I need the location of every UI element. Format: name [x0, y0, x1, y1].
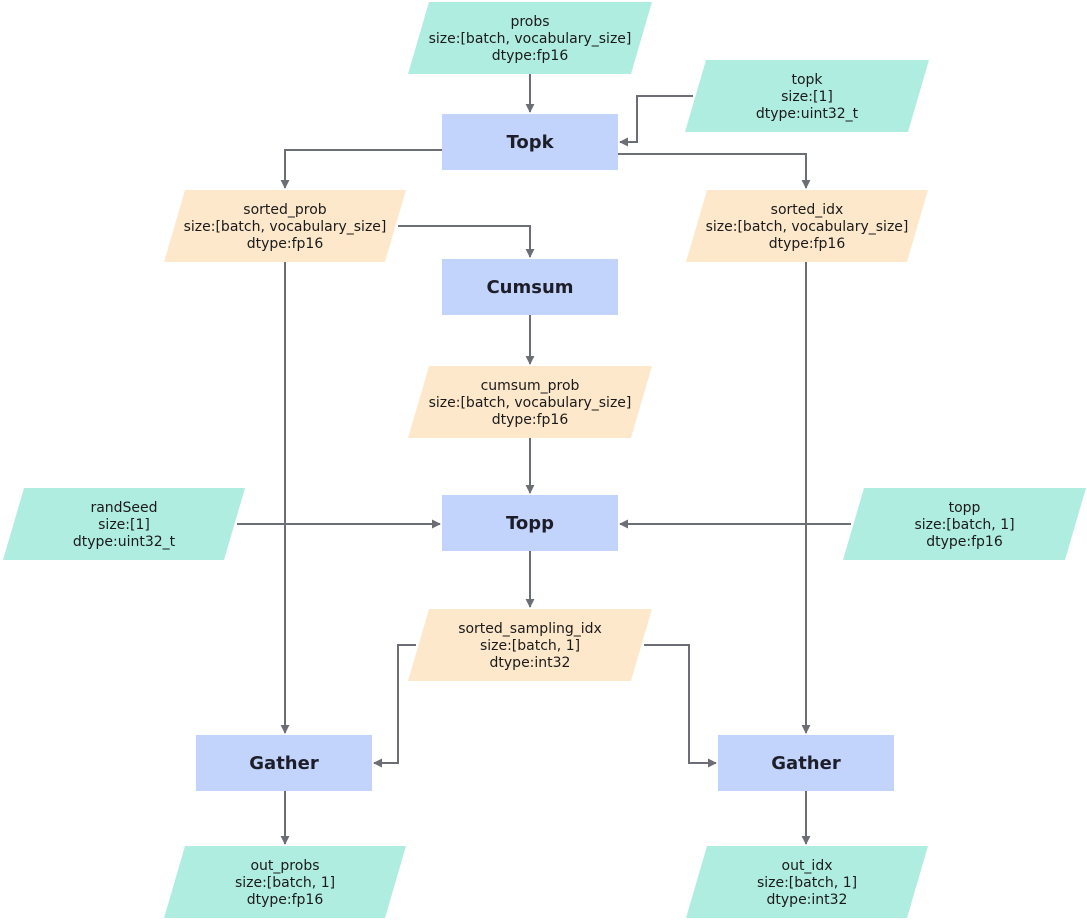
op-box-cumsum-op	[442, 259, 618, 315]
data-label-topk-in-line-0: topk	[791, 72, 823, 88]
data-label-cumsum-prob-line-0: cumsum_prob	[481, 378, 580, 394]
data-label-out-idx-line-2: dtype:int32	[767, 892, 848, 908]
data-label-topp-in-line-2: dtype:fp16	[926, 534, 1003, 550]
data-label-topp-in-line-1: size:[batch, 1]	[914, 517, 1014, 533]
node-gather-left[interactable]: Gather	[196, 735, 372, 791]
data-shape-sorted-idx	[686, 190, 928, 262]
data-shape-randseed	[3, 488, 245, 560]
data-label-topp-in-line-0: topp	[949, 500, 981, 516]
data-shape-cumsum-prob	[408, 366, 652, 438]
op-box-topp-op	[442, 495, 618, 551]
data-label-sorted-prob-line-0: sorted_prob	[243, 202, 327, 218]
data-label-randseed-line-2: dtype:uint32_t	[73, 534, 176, 550]
edge-topk-in-to-topk-op	[619, 95, 693, 147]
data-shape-sorted-prob	[164, 190, 406, 262]
data-label-sorted-idx-line-1: size:[batch, vocabulary_size]	[706, 219, 909, 235]
data-label-sorted-idx-line-0: sorted_idx	[771, 202, 844, 218]
data-label-sorted-prob-line-1: size:[batch, vocabulary_size]	[184, 219, 387, 235]
data-shape-out-probs	[164, 846, 406, 918]
data-label-cumsum-prob-line-1: size:[batch, vocabulary_size]	[429, 395, 632, 411]
data-label-sorted-sampling-idx-line-0: sorted_sampling_idx	[458, 621, 602, 637]
data-shape-probs	[408, 2, 652, 74]
edge-topk-op-to-sorted-prob	[280, 149, 442, 189]
data-label-out-probs-line-2: dtype:fp16	[247, 892, 324, 908]
data-label-randseed-line-1: size:[1]	[98, 517, 150, 533]
data-label-sorted-sampling-idx-line-2: dtype:int32	[490, 655, 571, 671]
edge-topk-op-to-sorted-idx	[618, 153, 811, 189]
data-label-topk-in-line-1: size:[1]	[781, 89, 833, 105]
data-label-cumsum-prob-line-2: dtype:fp16	[492, 412, 569, 428]
edge-sorted-sampling-idx-to-gather-left	[373, 644, 416, 768]
op-label-topp-op: Topp	[506, 513, 554, 534]
data-label-randseed-line-0: randSeed	[90, 500, 157, 516]
edge-sorted-prob-to-cumsum-op	[398, 225, 535, 258]
data-label-sorted-sampling-idx-line-1: size:[batch, 1]	[480, 638, 580, 654]
op-box-topk-op	[442, 114, 618, 170]
data-label-sorted-idx-line-2: dtype:fp16	[769, 236, 846, 252]
data-label-probs-line-1: size:[batch, vocabulary_size]	[429, 31, 632, 47]
op-label-gather-left: Gather	[249, 753, 319, 774]
data-shape-out-idx	[686, 846, 928, 918]
data-label-sorted-prob-line-2: dtype:fp16	[247, 236, 324, 252]
data-label-out-idx-line-0: out_idx	[782, 858, 833, 874]
node-gather-right[interactable]: Gather	[718, 735, 894, 791]
data-label-probs-line-2: dtype:fp16	[492, 48, 569, 64]
data-label-out-probs-line-0: out_probs	[250, 858, 319, 874]
op-label-topk-op: Topk	[506, 132, 554, 153]
op-label-gather-right: Gather	[771, 753, 841, 774]
data-label-probs-line-0: probs	[510, 14, 549, 30]
node-topk-op[interactable]: Topk	[442, 114, 618, 170]
op-box-gather-right	[718, 735, 894, 791]
op-label-cumsum-op: Cumsum	[486, 277, 573, 298]
data-shape-topk-in	[685, 60, 929, 132]
node-cumsum-op[interactable]: Cumsum	[442, 259, 618, 315]
data-shape-sorted-sampling-idx	[408, 609, 652, 681]
data-label-topk-in-line-2: dtype:uint32_t	[756, 106, 859, 122]
edges	[237, 74, 851, 845]
op-box-gather-left	[196, 735, 372, 791]
node-topp-op[interactable]: Topp	[442, 495, 618, 551]
data-shape-topp-in	[843, 488, 1086, 560]
data-label-out-probs-line-1: size:[batch, 1]	[235, 875, 335, 891]
edge-sorted-sampling-idx-to-gather-right	[644, 644, 717, 768]
data-label-out-idx-line-1: size:[batch, 1]	[757, 875, 857, 891]
